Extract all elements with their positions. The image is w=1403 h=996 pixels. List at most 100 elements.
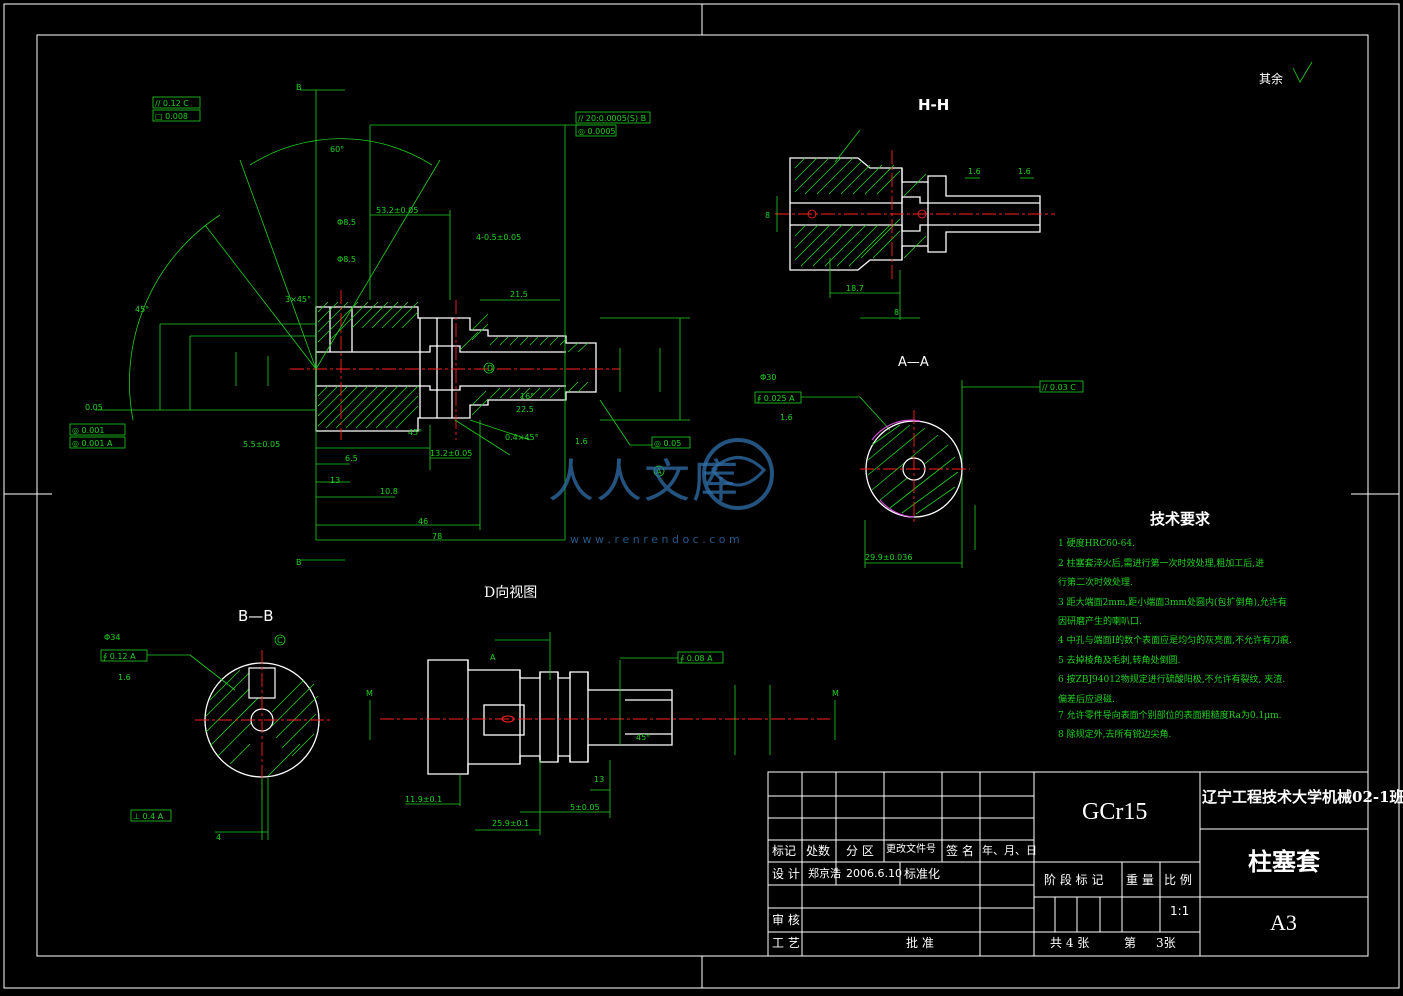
svg-text:53.2±0.05: 53.2±0.05 [376,206,418,215]
svg-text:⊥ 0.4 A: ⊥ 0.4 A [133,812,164,821]
svg-text:45°: 45° [408,428,422,437]
tech-req-item: 偏差后应退磁. [1058,695,1115,705]
svg-text:60°: 60° [330,145,344,154]
svg-text:A: A [490,653,496,662]
svg-text:8: 8 [894,308,899,317]
review-label: 审 核 [772,913,800,927]
watermark-text: 人人文库 [548,454,740,508]
hdr-date: 年、月、日 [982,844,1037,857]
svg-text:1.6: 1.6 [1018,167,1031,176]
tech-req-title: 技术要求 [1150,510,1211,528]
svg-text:22.5: 22.5 [516,405,534,414]
hh-view: 18.7 8 8 1.6 1.6 [765,129,1055,320]
hdr-zone: 分 区 [846,844,874,858]
svg-text:B: B [296,558,302,567]
svg-text:// 0.03 C: // 0.03 C [1042,383,1076,392]
svg-text:1.6: 1.6 [968,167,981,176]
svg-text:13: 13 [330,476,340,485]
svg-text:10.8: 10.8 [380,487,398,496]
main-hatch [317,301,589,429]
svg-text:21.5: 21.5 [510,290,528,299]
svg-text:0.4×45°: 0.4×45° [505,433,539,442]
svg-text:C: C [277,636,283,645]
svg-text:M: M [366,689,373,698]
svg-text:◎ 0.0005: ◎ 0.0005 [578,127,616,136]
svg-text:8: 8 [765,211,770,220]
svg-text:4-0.5±0.05: 4-0.5±0.05 [476,233,521,242]
aa-view: // 0.03 C ∮ 0.025 A Φ30 29.9±0.036 1.6 [754,373,1084,568]
standard-label: 标准化 [904,867,941,881]
svg-text:B: B [296,83,302,92]
svg-text:A: A [656,467,662,476]
roughness-note: 其余 [1259,72,1284,86]
svg-text:29.9±0.036: 29.9±0.036 [865,553,912,562]
svg-text:13.2±0.05: 13.2±0.05 [430,449,472,458]
sheet-no-label: 第 [1124,936,1137,950]
svg-text:13: 13 [594,775,604,784]
d-view: ∮ 0.08 A 11.9±0.1 25.9±0.1 5±0.05 13 45°… [366,632,839,835]
approve-label: 批 准 [906,936,934,950]
svg-text:1.6: 1.6 [780,413,793,422]
design-label: 设 计 [772,867,800,881]
tech-req-item: 行第二次时效处理. [1058,578,1133,588]
process-label: 工 艺 [772,936,800,950]
sheet-frame [3,3,1400,989]
tech-req-item: 1 硬度HRC60-64. [1058,539,1135,549]
hdr-mark: 标记 [772,844,797,858]
svg-text:16°: 16° [520,392,534,401]
svg-text:1.6: 1.6 [575,437,588,446]
svg-text:□ 0.008: □ 0.008 [155,112,188,121]
main-section-view: // 0.12 C □ 0.008 // 20:0.0005(S) B ◎ 0.… [69,83,691,567]
svg-text:◎ 0.001 A: ◎ 0.001 A [72,439,113,448]
sheets-total: 共 4 张 [1050,936,1090,950]
school-name: 辽宁工程技术大学机械02-1班 [1202,788,1403,806]
svg-text:Φ30: Φ30 [760,373,776,382]
svg-text:4: 4 [216,833,221,842]
svg-text:46: 46 [418,517,428,526]
material: GCr15 [1082,799,1148,825]
sheet-no: 3张 [1156,936,1176,950]
watermark-url: w w w . r e n r e n d o c . c o m [570,533,740,546]
svg-text:11.9±0.1: 11.9±0.1 [405,795,442,804]
svg-text:Φ34: Φ34 [104,633,120,642]
design-date: 2006.6.10 [846,867,902,880]
svg-text:78: 78 [432,532,442,541]
svg-text:1.6: 1.6 [118,673,131,682]
svg-text:3×45°: 3×45° [285,295,311,304]
sheet-size: A3 [1270,910,1297,935]
svg-text:◎ 0.001: ◎ 0.001 [72,426,104,435]
feature-control-frames [69,96,691,477]
designer: 郑京浩 [808,867,841,880]
stage-label: 阶 段 标 记 [1044,873,1104,887]
tech-req-item: 5 去掉棱角及毛刺,转角处倒圆. [1058,656,1181,666]
tech-req-item: 8 除规定外,去所有锐边尖角. [1058,730,1172,740]
svg-text:6.5: 6.5 [345,454,358,463]
tech-req-item: 因研磨产生的喇叭口. [1058,617,1142,627]
title-block [767,771,1369,957]
bb-view: ∮ 0.12 A ⊥ 0.4 A Φ34 1.6 4 C [100,633,330,842]
svg-text:M: M [832,689,839,698]
svg-text:0.05: 0.05 [85,403,103,412]
svg-text:∮ 0.025 A: ∮ 0.025 A [757,394,795,403]
hdr-change-doc: 更改文件号 [886,844,936,855]
svg-text:18.7: 18.7 [846,284,864,293]
main-dimensions [95,89,690,561]
weight-label: 重 量 [1126,873,1154,887]
watermark-logo [702,438,774,510]
scale-value: 1:1 [1170,904,1190,918]
roughness-symbol [1292,61,1313,83]
tech-req-item: 3 距大端面2mm,距小端面3mm处圆内(包扩倒角),允许有 [1058,598,1287,608]
svg-text:◎ 0.05: ◎ 0.05 [654,439,681,448]
svg-text:Φ8.5: Φ8.5 [337,218,356,227]
svg-text:45°: 45° [636,733,650,742]
view-label-d: D向视图 [484,585,538,601]
view-label-aa: A—A [898,355,929,370]
svg-text:25.9±0.1: 25.9±0.1 [492,819,529,828]
svg-text:D: D [487,364,493,373]
view-label-hh: H-H [918,96,950,114]
svg-text:// 0.12 C: // 0.12 C [155,99,189,108]
svg-text:45°: 45° [135,305,149,314]
svg-text:∮ 0.08 A: ∮ 0.08 A [680,654,713,663]
